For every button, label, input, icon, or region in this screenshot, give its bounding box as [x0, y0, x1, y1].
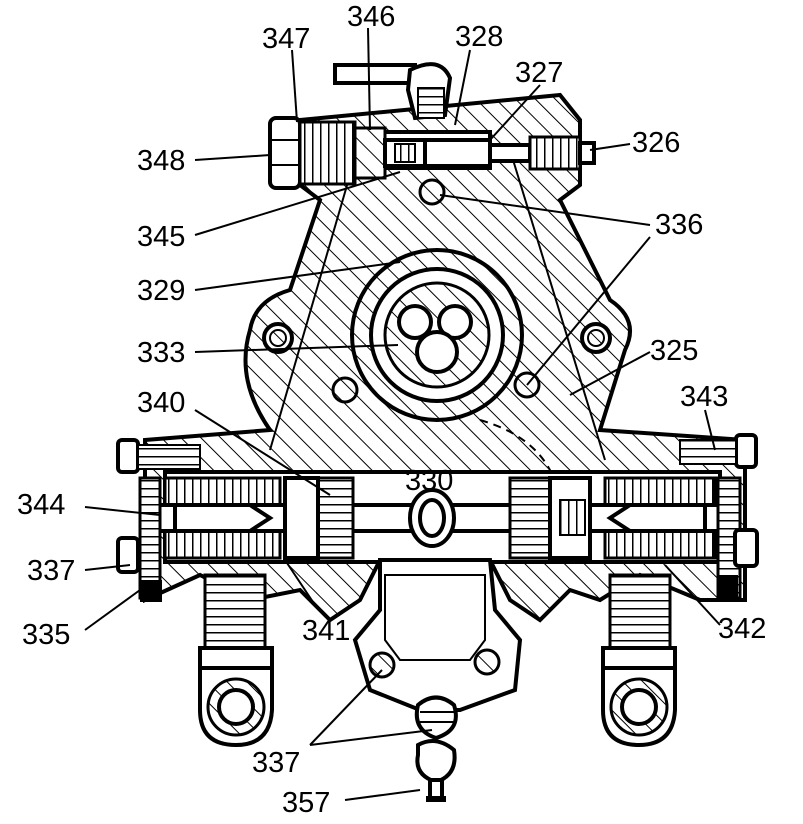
- inlet-pipe: [333, 63, 417, 85]
- end-cap-bolts: [116, 433, 759, 574]
- label-337-left: 337: [27, 555, 75, 587]
- label-325: 325: [650, 335, 698, 367]
- control-valve-assembly: [268, 62, 596, 190]
- label-328: 328: [455, 21, 503, 53]
- label-346: 346: [347, 1, 395, 33]
- label-335: 335: [22, 619, 70, 651]
- reference-labels: 347 346 328 327 326 348 345 336 329 333 …: [17, 1, 766, 819]
- label-341: 341: [302, 615, 350, 647]
- label-336: 336: [655, 209, 703, 241]
- label-347: 347: [262, 23, 310, 55]
- bolt-holes: [262, 178, 612, 501]
- center-drop-arm: [352, 558, 523, 802]
- left-ball-joint: [198, 573, 274, 748]
- plug-348: [268, 116, 302, 190]
- label-327: 327: [515, 57, 563, 89]
- label-344: 344: [17, 489, 65, 521]
- leader-lines: [84, 27, 721, 801]
- label-343: 343: [680, 381, 728, 413]
- label-342: 342: [718, 613, 766, 645]
- label-340: 340: [137, 387, 185, 419]
- label-345: 345: [137, 221, 185, 253]
- label-348: 348: [137, 145, 185, 177]
- label-330: 330: [405, 465, 453, 497]
- label-326: 326: [632, 127, 680, 159]
- right-ball-joint: [601, 573, 677, 748]
- label-333: 333: [137, 337, 185, 369]
- label-357: 357: [282, 787, 330, 819]
- label-329: 329: [137, 275, 185, 307]
- label-337-bottom: 337: [252, 747, 300, 779]
- sector-gear: [350, 248, 524, 422]
